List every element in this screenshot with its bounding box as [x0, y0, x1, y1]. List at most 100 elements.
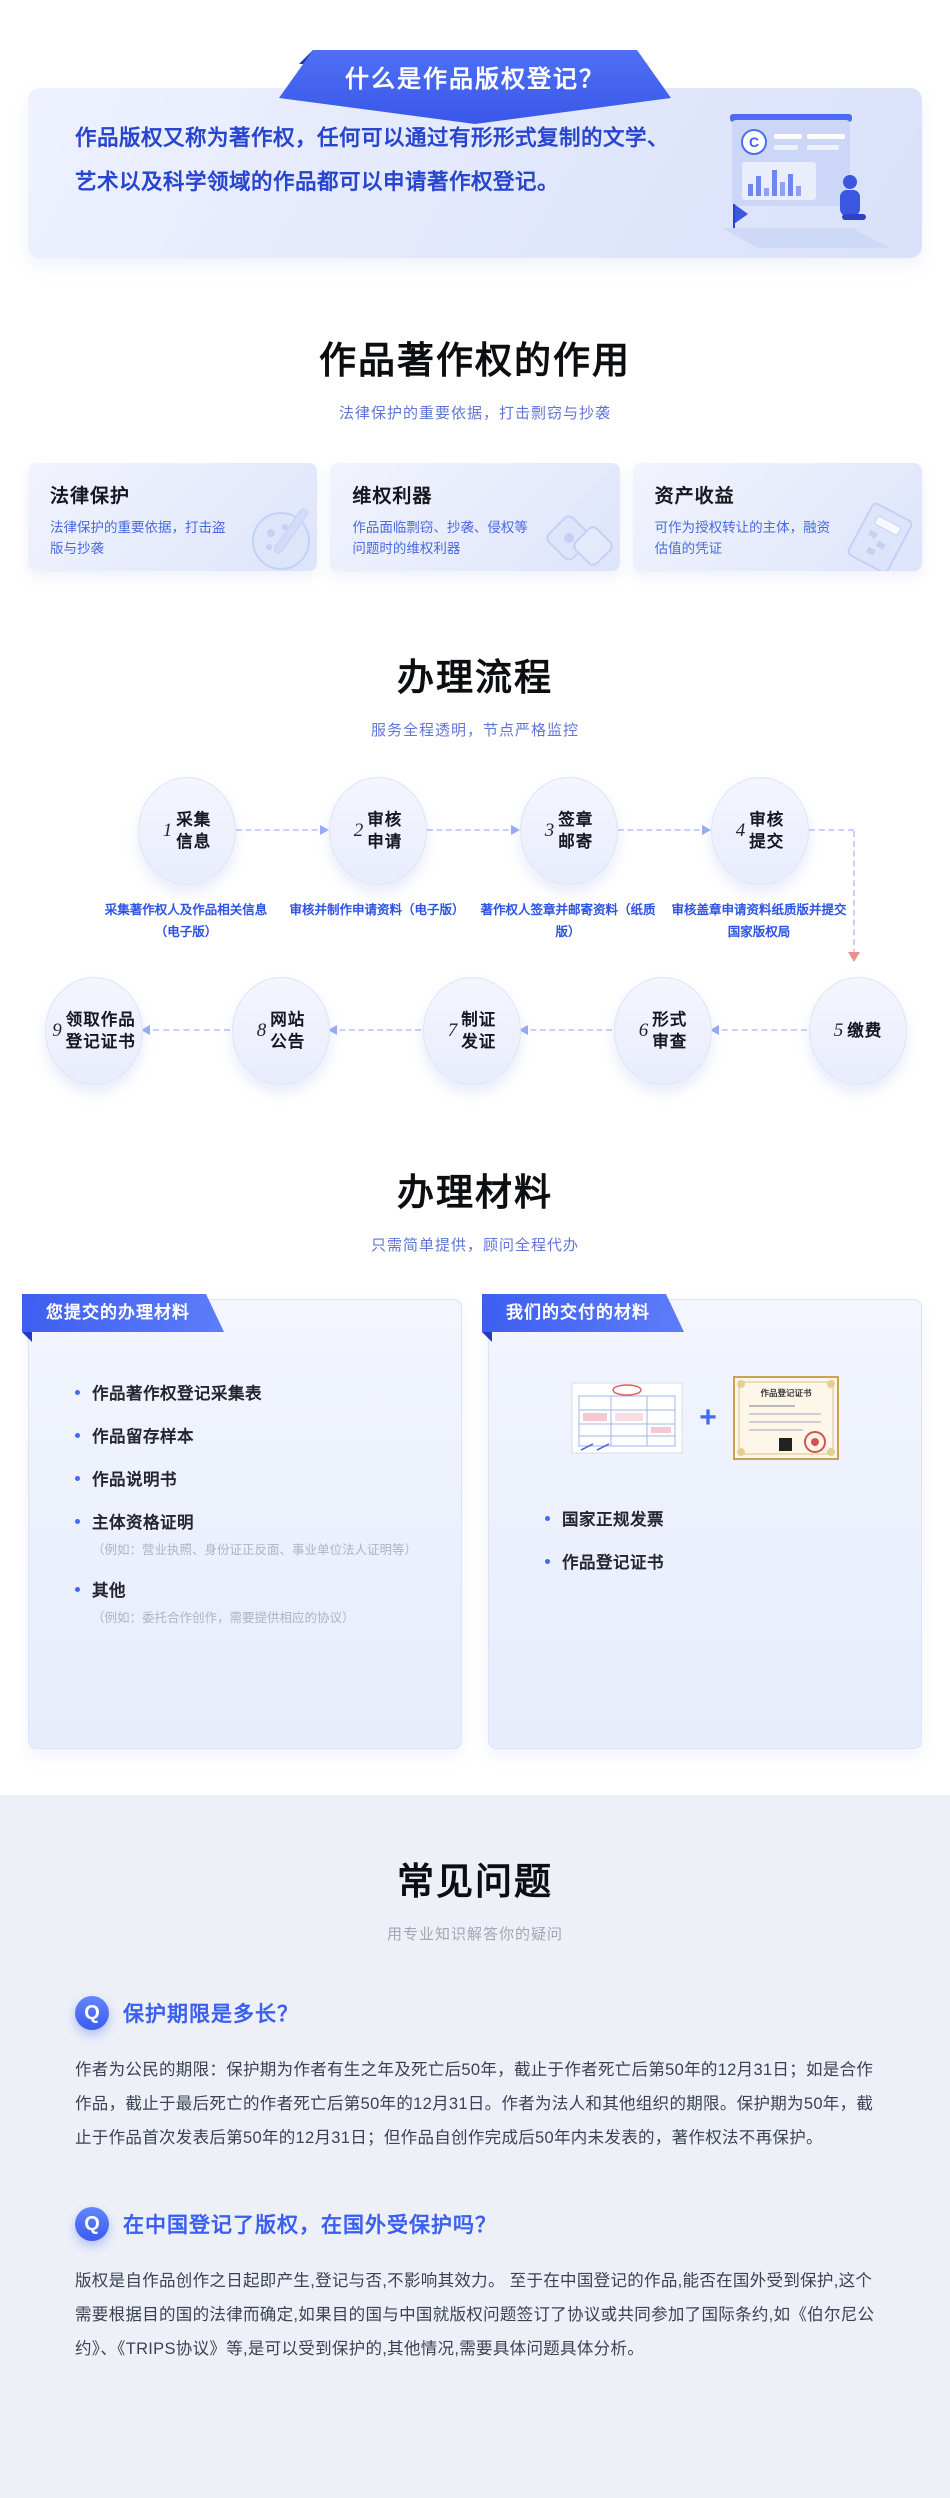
board-c-badge: C [749, 134, 759, 150]
flag-icon [734, 204, 748, 224]
list-item: 国家正规发票 [545, 1506, 921, 1530]
list-item: 作品登记证书 [545, 1549, 921, 1573]
faq-title: 常见问题 [397, 1861, 553, 1902]
step-number: 1 [162, 820, 173, 841]
faq-question-row: Q 在中国登记了版权，在国外受保护吗？ [75, 2207, 950, 2242]
bullet-icon [75, 1587, 80, 1592]
card-title: 维权利器 [352, 486, 433, 507]
copyright-certificate-image: 作品登记证书 [732, 1376, 839, 1460]
ribbon-shape-icon [279, 50, 671, 124]
faq-answer: 版权是自作品创作之日起即产生,登记与否,不影响其效力。 至于在中国登记的作品,能… [75, 2272, 875, 2359]
step-6-formal-review: 6 形式审查 [614, 977, 712, 1085]
step-number: 9 [52, 1020, 62, 1041]
list-item: 作品留存样本 [75, 1423, 461, 1447]
step-label: 缴费 [847, 1021, 883, 1040]
card-desc: 可作为授权转让的主体，融资估值的凭证 [654, 520, 831, 556]
roles-title: 作品著作权的作用 [319, 340, 631, 381]
arrow-right-icon [427, 825, 520, 835]
step-7-issue-certificate: 7 制证发证 [423, 977, 521, 1085]
card-title: 法律保护 [50, 486, 131, 507]
materials-subtitle: 只需简单提供，顾问全程代办 [370, 1237, 579, 1254]
step-number: 3 [544, 820, 555, 841]
connector-line-vertical [853, 831, 855, 955]
certificate-title: 作品登记证书 [760, 1388, 812, 1398]
faq-section: 常见问题 用专业知识解答你的疑问 Q 保护期限是多长？ 作者为公民的期限：保护期… [0, 1795, 950, 2498]
bullet-icon [75, 1519, 80, 1524]
materials-panels: 您提交的办理材料 作品著作权登记采集表 作品留存样本 作品说明书 主体资格证明 … [22, 1299, 922, 1749]
arrow-left-icon [519, 1025, 612, 1035]
card-asset-income: 资产收益 可作为授权转让的主体，融资估值的凭证 [632, 463, 922, 571]
materials-section: 办理材料 只需简单提供，顾问全程代办 您提交的办理材料 作品著作权登记采集表 作… [0, 1162, 950, 1749]
tax-invoice-image [571, 1382, 683, 1454]
step-number: 5 [833, 1020, 844, 1041]
bullet-icon [75, 1390, 80, 1395]
step-4-review-submit: 4 审核提交 [711, 777, 809, 885]
faq-question: 保护期限是多长？ [123, 2003, 299, 2026]
step-2-desc: 审核并制作申请资料（电子版） [289, 903, 465, 917]
step-label: 审核提交 [749, 810, 785, 851]
list-item: 主体资格证明 （例如：营业执照、身份证正反面、事业单位法人证明等） [75, 1509, 461, 1558]
arrow-left-icon [328, 1025, 421, 1035]
arrow-right-icon [236, 825, 329, 835]
panel-header-tag: 我们的交付的材料 [482, 1294, 684, 1332]
q-badge-icon: Q [75, 1996, 109, 2030]
process-flow: 1 采集信息 2 审核申请 3 签章邮寄 4 审核提交 采集著作权人及作品相关信… [0, 752, 950, 1124]
step-9-receive-certificate: 9 领取作品登记证书 [45, 977, 143, 1085]
process-title: 办理流程 [397, 657, 553, 698]
bullet-icon [75, 1433, 80, 1438]
process-section: 办理流程 服务全程透明，节点严格监控 1 采集信息 2 审核申请 3 签章邮寄 … [0, 647, 950, 1124]
panel-we-deliver: 我们的交付的材料 [482, 1299, 922, 1749]
hero-ribbon-title: 什么是作品版权登记？ [345, 66, 605, 93]
roles-section: 作品著作权的作用 法律保护的重要依据，打击剽窃与抄袭 法律保护 法律保护的重要依… [0, 330, 950, 571]
presentation-board-illustration-icon: C [722, 114, 890, 248]
submit-materials-list: 作品著作权登记采集表 作品留存样本 作品说明书 主体资格证明 （例如：营业执照、… [75, 1380, 461, 1626]
card-legal-protection: 法律保护 法律保护的重要依据，打击盗版与抄袭 [28, 463, 318, 571]
q-badge-icon: Q [75, 2207, 109, 2242]
arrow-right-icon [618, 825, 711, 835]
palette-icon [252, 508, 311, 570]
step-label: 领取作品登记证书 [65, 1010, 136, 1051]
arrow-left-icon [141, 1025, 230, 1035]
step-1-collect-info: 1 采集信息 [138, 777, 236, 885]
faq-item: Q 在中国登记了版权，在国外受保护吗？ 版权是自作品创作之日起即产生,登记与否,… [0, 2207, 950, 2366]
card-title: 资产收益 [654, 486, 735, 507]
card-desc: 作品面临剽窃、抄袭、侵权等问题时的维权利器 [352, 520, 528, 556]
role-cards: 法律保护 法律保护的重要依据，打击盗版与抄袭 维权利器 作品面临剽窃、抄袭、侵权… [28, 463, 922, 571]
plus-sign: + [699, 1401, 717, 1434]
connector-line [809, 829, 854, 831]
list-item: 其他 （例如：委托合作创作，需要提供相应的协议） [75, 1577, 461, 1626]
tag-fold-icon [22, 1332, 32, 1342]
step-label: 采集信息 [176, 810, 212, 851]
seal-stamp-icon [546, 515, 613, 566]
step-8-website-announcement: 8 网站公告 [232, 977, 330, 1085]
step-3-desc: 著作权人签章并邮寄资料（纸质版） [480, 903, 656, 939]
hero-ribbon: 什么是作品版权登记？ [279, 48, 671, 128]
card-rights-defense: 维权利器 作品面临剽窃、抄袭、侵权等问题时的维权利器 [330, 463, 620, 571]
step-2-review-application: 2 审核申请 [329, 777, 427, 885]
faq-question: 在中国登记了版权，在国外受保护吗？ [123, 2214, 497, 2238]
faq-answer: 作者为公民的期限：保护期为作者有生之年及死亡后50年，截止于作者死亡后第50年的… [75, 2061, 874, 2147]
qr-code-icon [778, 1438, 792, 1451]
step-number: 4 [735, 820, 746, 841]
red-seal-icon [803, 1431, 826, 1453]
board-bar-chart-icon [742, 162, 816, 200]
person-figure-icon [843, 175, 857, 189]
roles-subtitle: 法律保护的重要依据，打击剽窃与抄袭 [338, 405, 611, 422]
calculator-icon [847, 502, 913, 571]
faq-subtitle: 用专业知识解答你的疑问 [386, 1926, 563, 1943]
bullet-icon [545, 1516, 550, 1521]
list-item-note: （例如：营业执照、身份证正反面、事业单位法人证明等） [92, 1543, 418, 1557]
arrow-down-icon [848, 952, 860, 962]
step-number: 2 [353, 820, 364, 841]
step-label: 网站公告 [270, 1010, 306, 1051]
step-label: 形式审查 [652, 1010, 688, 1051]
card-desc: 法律保护的重要依据，打击盗版与抄袭 [50, 520, 226, 556]
bullet-icon [75, 1476, 80, 1481]
materials-title: 办理材料 [397, 1172, 553, 1213]
list-item: 作品著作权登记采集表 [75, 1380, 461, 1404]
step-label: 制证发证 [461, 1010, 497, 1051]
hero-description-line2: 艺术以及科学领域的作品都可以申请著作权登记。 [75, 170, 560, 195]
step-5-pay-fee: 5 缴费 [809, 977, 907, 1085]
step-3-sign-mail: 3 签章邮寄 [520, 777, 618, 885]
panel-header-tag: 您提交的办理材料 [22, 1294, 224, 1332]
